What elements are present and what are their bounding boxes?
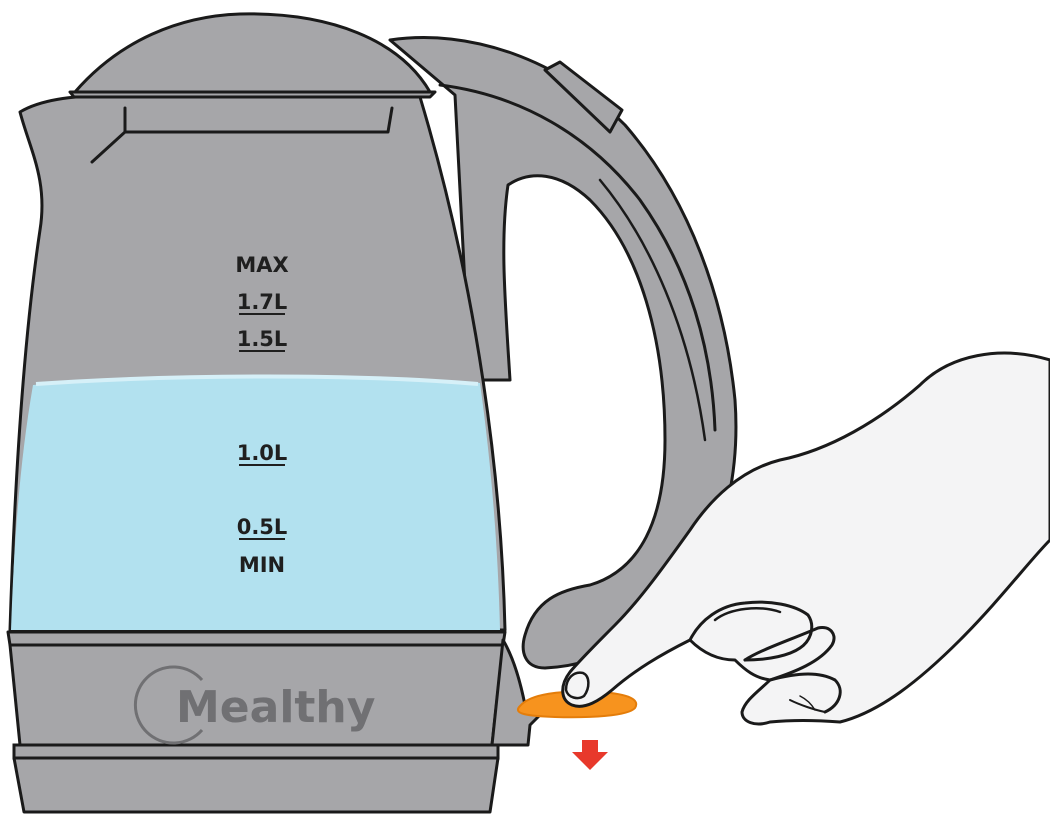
marking-max: MAX (235, 253, 288, 277)
marking-1-7l: 1.7L (237, 290, 288, 314)
press-down-arrow-icon (572, 740, 608, 770)
marking-min: MIN (239, 553, 285, 577)
marking-1-0l: 1.0L (237, 441, 288, 465)
marking-0-5l: 0.5L (237, 515, 288, 539)
marking-1-5l: 1.5L (237, 327, 288, 351)
kettle-lid (70, 14, 435, 97)
water-fill (11, 375, 500, 630)
pressing-hand (563, 353, 1050, 724)
brand-name: Mealthy (176, 682, 375, 733)
